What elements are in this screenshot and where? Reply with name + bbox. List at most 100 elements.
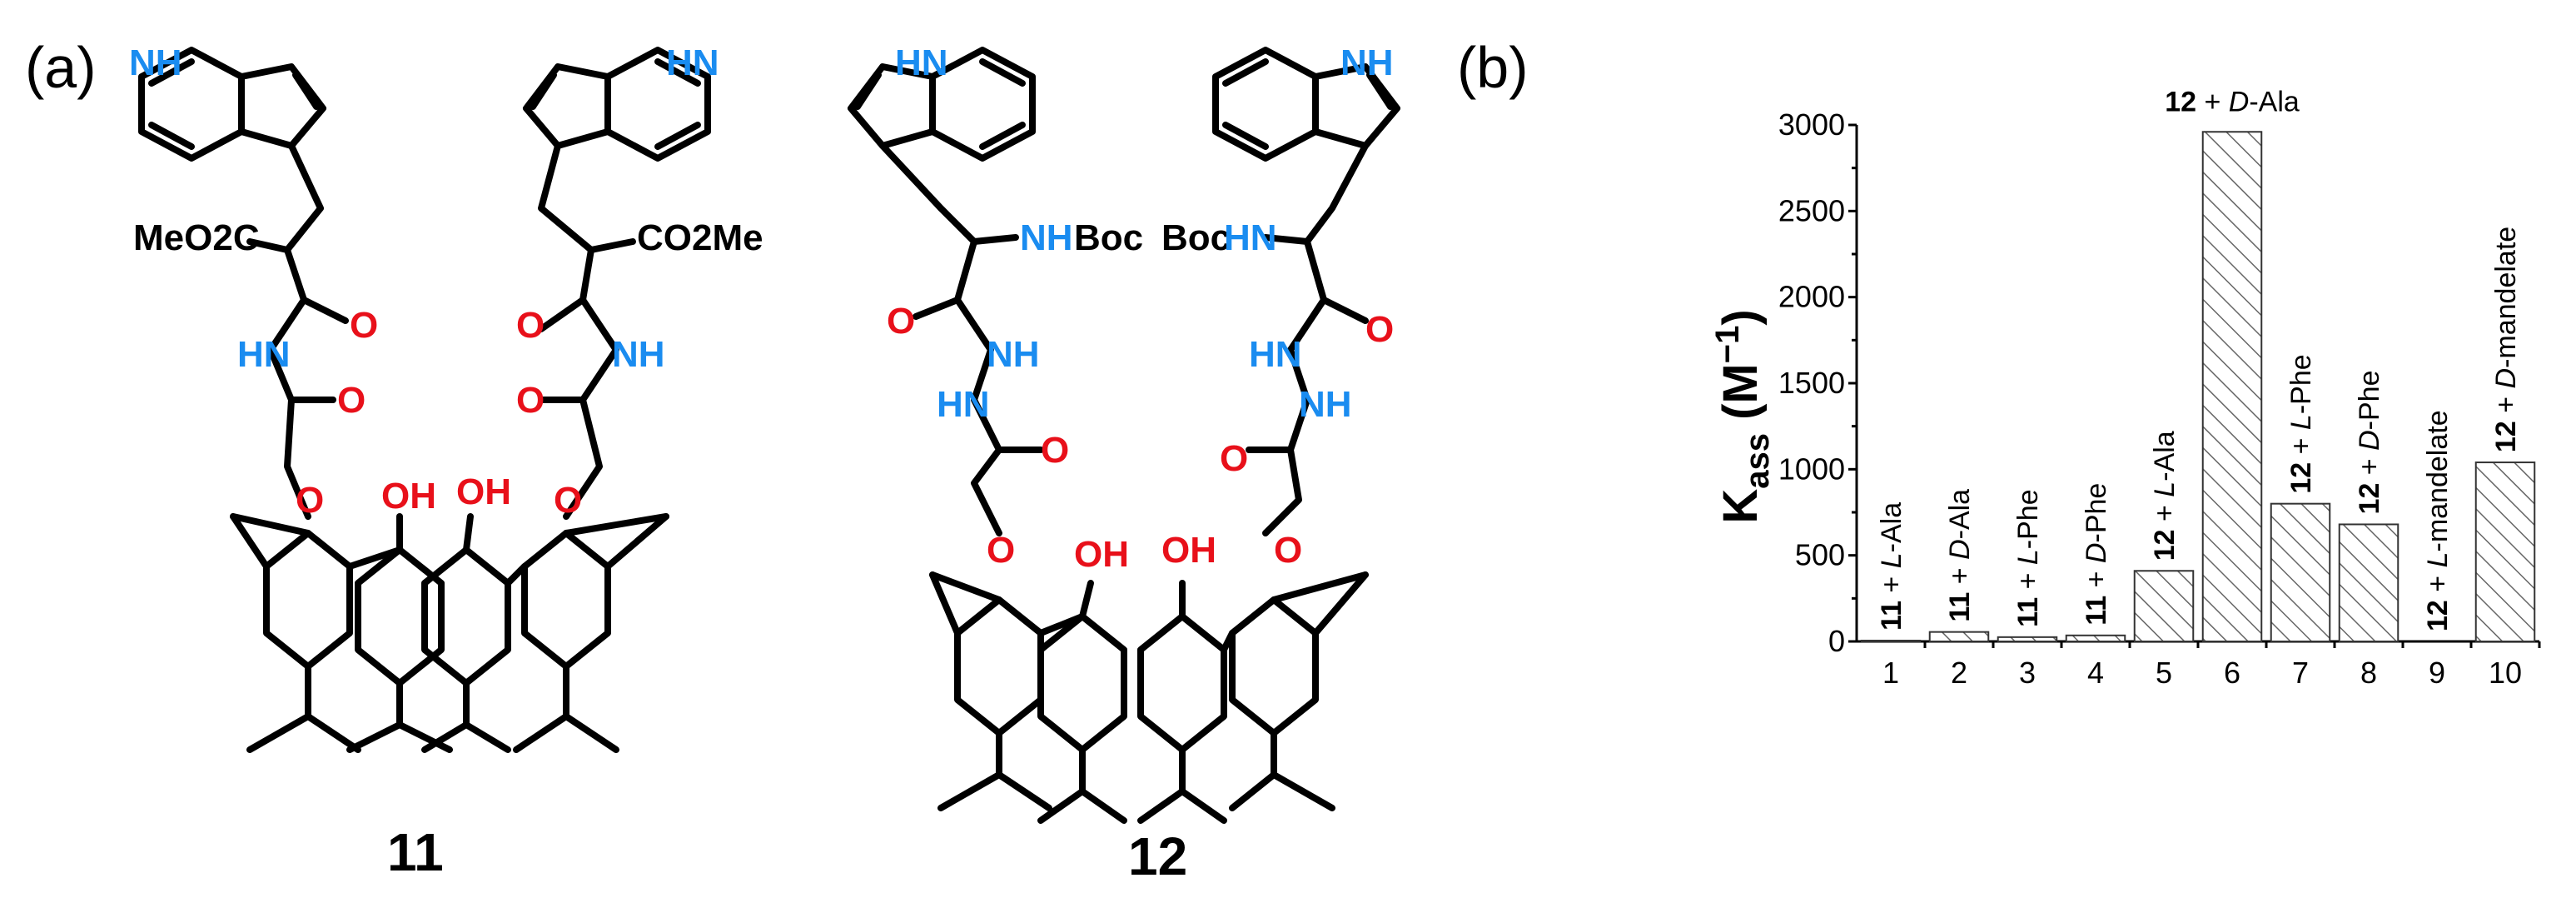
bar xyxy=(2338,523,2399,643)
arm-right-11 xyxy=(538,142,636,520)
bar-annotation-part: D xyxy=(2229,86,2250,117)
x-tick-label: 6 xyxy=(2224,656,2240,690)
bar-annotation-part: -Phe xyxy=(2012,489,2044,549)
bar-annotation-part: L xyxy=(2149,481,2181,497)
bar-annotation: 12 + L-Ala xyxy=(2149,431,2181,561)
bar-annotation-part: D xyxy=(2081,543,2112,564)
bar-annotation-part: -Ala xyxy=(1876,502,1907,553)
bar-annotation-part: L xyxy=(2422,552,2454,568)
hydrazide-label-2: HN xyxy=(937,384,990,425)
arm-left-11 xyxy=(246,142,349,520)
bar-annotation-part: -mandelate xyxy=(2422,410,2454,551)
boc-text-left: Boc xyxy=(1074,217,1143,258)
binding-constant-chart: (b) Kass (M−1) 0500100015002000250030001… xyxy=(1457,35,2541,690)
bar-annotation-part: -Phe xyxy=(2081,483,2112,543)
carbonyl-o-label-8: O xyxy=(1220,438,1248,479)
bar-annotation-part: -Phe xyxy=(2285,354,2317,414)
bar-annotation-part: L xyxy=(1876,552,1907,568)
compound-12-label: 12 xyxy=(1128,826,1187,886)
x-tick-label: 3 xyxy=(2019,656,2036,690)
y-axis-title-unit: (M xyxy=(1713,363,1768,433)
ester-label-left-11: MeO2C xyxy=(133,217,260,258)
bar-annotation-part: + xyxy=(2012,565,2044,597)
x-tick-label: 1 xyxy=(1882,656,1899,690)
structures-figure: (a) xyxy=(25,35,1400,886)
boc-label-left-12: NH Boc xyxy=(1020,217,1143,258)
carbonyl-o-label-4: O xyxy=(516,380,545,421)
panel-b-letter: (b) xyxy=(1457,35,1529,100)
boc-label-right-12: Boc HN xyxy=(1161,217,1277,258)
carbonyl-o-label-7: O xyxy=(1365,309,1394,350)
x-tick-label: 10 xyxy=(2489,656,2522,690)
carbonyl-o-label-3: O xyxy=(516,305,545,346)
hydrazide-label-4: NH xyxy=(1299,384,1352,425)
bar-annotation-part: 12 xyxy=(2354,483,2385,515)
indole-left-11 xyxy=(138,47,326,162)
bar-annotation-part: + xyxy=(2081,563,2112,596)
svg-text:Kass (M−1): Kass (M−1) xyxy=(1709,309,1776,523)
bar-annotation-part: 12 xyxy=(2149,529,2181,561)
bar xyxy=(2065,634,2126,642)
arm-left-12 xyxy=(879,142,1044,536)
imide-nh-label-11: NH xyxy=(612,334,665,375)
arm-right-12 xyxy=(1246,142,1369,536)
carbonyl-o-label-6: O xyxy=(1041,430,1069,471)
bar-annotation-part: L xyxy=(2012,549,2044,565)
bar-annotation: 12 + L-mandelate xyxy=(2422,410,2454,631)
structures-panel: (a) xyxy=(25,35,1400,886)
bar-annotation-part: + xyxy=(2149,497,2181,530)
indole-left-12 xyxy=(848,47,1036,162)
ether-o-label-4: O xyxy=(1274,530,1302,571)
bar-annotation-part: 11 xyxy=(1944,592,1976,622)
bar-annotation-part: -Phe xyxy=(2354,370,2385,430)
bar-annotation-part: 12 xyxy=(2422,600,2454,631)
x-tick-label: 9 xyxy=(2429,656,2445,690)
boc-nh-left: NH xyxy=(1020,217,1073,258)
x-tick-label: 2 xyxy=(1951,656,1967,690)
bar xyxy=(1997,636,2058,642)
bar-annotation-part: + xyxy=(2196,86,2229,117)
y-tick-label: 1000 xyxy=(1778,451,1845,486)
nh-label-left-12: HN xyxy=(895,42,948,83)
bar-annotation-part: -mandelate xyxy=(2490,227,2522,368)
bar-annotation-part: D xyxy=(2490,368,2522,389)
y-tick-label: 500 xyxy=(1795,538,1845,572)
x-tick-label: 8 xyxy=(2360,656,2377,690)
y-axis-title: Kass (M−1) xyxy=(1709,309,1776,523)
calixarene-12 xyxy=(929,571,1369,824)
bar-annotation: 12 + L-Phe xyxy=(2285,354,2317,493)
bar-annotation: 12 + D-mandelate xyxy=(2490,227,2522,452)
boc-text-right: Boc xyxy=(1161,217,1231,258)
bar xyxy=(1928,631,1990,643)
nh-label-right-11: HN xyxy=(666,42,719,83)
y-axis-title-sub: ass xyxy=(1739,433,1776,489)
carbonyl-o-label-5: O xyxy=(887,301,915,342)
ether-o-label-1: O xyxy=(296,480,324,521)
bar xyxy=(2474,461,2536,642)
hydroxyl-label-2: OH xyxy=(456,471,511,512)
compound-11-label: 11 xyxy=(387,822,444,882)
nh-label-right-12: NH xyxy=(1340,42,1394,83)
bar-annotation-part: 11 xyxy=(2012,597,2044,627)
hydrazide-label-1: NH xyxy=(987,334,1040,375)
compound-12-structure: HN NH NH Boc Boc HN NH HN HN NH O O O O … xyxy=(848,42,1400,886)
bar-annotation: 12 + D-Phe xyxy=(2354,370,2385,514)
bar xyxy=(2133,570,2195,642)
y-tick-label: 1500 xyxy=(1778,366,1845,400)
bar-annotation-part: + xyxy=(2422,567,2454,600)
bar-annotation-part: L xyxy=(2285,414,2317,430)
carbonyl-o-label-1: O xyxy=(350,305,378,346)
bar-annotation-part: D xyxy=(2354,430,2385,451)
bar-annotation: 11 + L-Ala xyxy=(1876,502,1907,631)
indole-right-11 xyxy=(523,47,711,162)
bar-annotation-part: 12 xyxy=(2165,86,2196,117)
bar-annotation-part: + xyxy=(1876,568,1907,601)
bar-annotation-part: + xyxy=(1944,560,1976,592)
bar-annotation-part: 11 xyxy=(2081,596,2112,626)
ester-label-right-11: CO2Me xyxy=(637,217,763,258)
hydroxyl-label-4: OH xyxy=(1161,530,1216,571)
y-tick-label: 2500 xyxy=(1778,193,1845,227)
bar-annotation-part: -Ala xyxy=(2149,431,2181,481)
